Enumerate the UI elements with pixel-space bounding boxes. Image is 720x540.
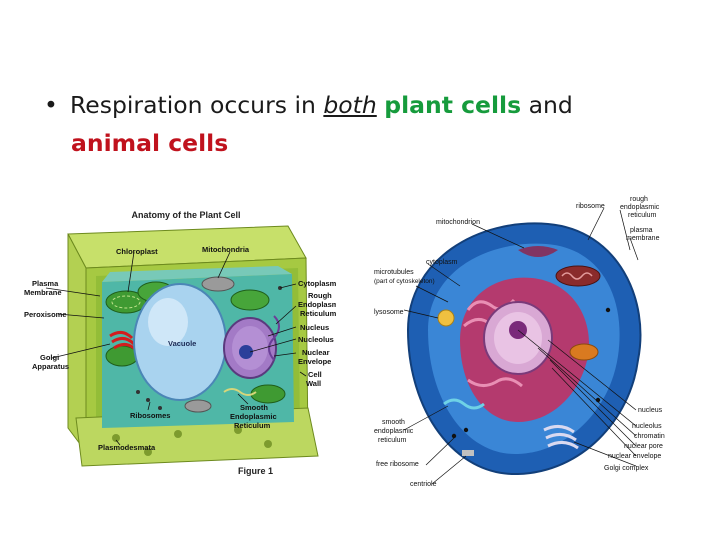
text-and: and bbox=[521, 91, 573, 119]
label-plasma-2: Membrane bbox=[24, 288, 62, 297]
label-smooth-er-2: endoplasmic bbox=[374, 428, 414, 435]
label-mitochondrion: mitochondrion bbox=[436, 219, 480, 226]
label-chloroplast: Chloroplast bbox=[116, 247, 158, 256]
label-cytoplasm: cytoplasm bbox=[426, 259, 458, 266]
label-microtubules-2: (part of cytoskeleton) bbox=[374, 278, 435, 285]
label-rough-er-1: rough bbox=[630, 196, 648, 203]
label-smooth-er-1: Smooth bbox=[240, 403, 268, 412]
label-ribosome: ribosome bbox=[576, 203, 605, 210]
plant-cell-illustration: Anatomy of the Plant Cell bbox=[24, 210, 345, 476]
label-cell-wall-2: Wall bbox=[306, 379, 321, 388]
label-golgi-1: Golgi bbox=[40, 353, 59, 362]
label-smooth-er-1: smooth bbox=[382, 419, 405, 426]
label-nuclear-envelope: nuclear envelope bbox=[608, 453, 661, 460]
label-nucleus: nucleus bbox=[638, 407, 663, 414]
label-plasma-2: membrane bbox=[626, 235, 660, 242]
label-plasma-1: plasma bbox=[630, 227, 653, 234]
label-rough-er-2: endoplasmic bbox=[620, 204, 660, 211]
bullet-icon: • bbox=[44, 91, 58, 119]
figure-caption: Figure 1 bbox=[238, 466, 273, 476]
label-smooth-er-3: Reticulum bbox=[234, 421, 271, 430]
label-smooth-er-3: reticulum bbox=[378, 437, 407, 444]
emphasis-both: both bbox=[323, 91, 377, 119]
label-smooth-er-2: Endoplasmic bbox=[230, 412, 277, 421]
label-nucleolus: nucleolus bbox=[632, 423, 662, 430]
text-before: Respiration occurs in bbox=[70, 91, 324, 119]
label-nucleus: Nucleus bbox=[300, 323, 329, 332]
label-rough-er-3: Reticulum bbox=[300, 309, 336, 318]
label-vacuole: Vacuole bbox=[168, 339, 196, 348]
label-microtubules-1: microtubules bbox=[374, 269, 414, 276]
label-nuclear-pore: nuclear pore bbox=[624, 443, 663, 450]
animal-cells-phrase: animal cells bbox=[71, 129, 229, 157]
label-nucleolus: Nucleolus bbox=[298, 335, 334, 344]
plant-cell-diagram: Anatomy of the Plant Cell bbox=[18, 196, 345, 486]
label-mitochondria: Mitochondria bbox=[202, 245, 250, 254]
label-chromatin: chromatin bbox=[634, 433, 665, 440]
label-cell-wall-1: Cell bbox=[308, 370, 322, 379]
label-plasmodesmata: Plasmodesmata bbox=[98, 443, 156, 452]
label-cytoplasm: Cytoplasm bbox=[298, 279, 336, 288]
label-golgi: Golgi complex bbox=[604, 465, 649, 472]
slide-bullet-text: •Respiration occurs in both plant cells … bbox=[44, 86, 684, 162]
label-plasma-1: Plasma bbox=[32, 279, 59, 288]
label-ribosomes: Ribosomes bbox=[130, 411, 170, 420]
label-peroxisome: Peroxisome bbox=[24, 310, 67, 319]
animal-cell-diagram: ribosome rough endoplasmic reticulum pla… bbox=[368, 190, 674, 490]
plant-title: Anatomy of the Plant Cell bbox=[131, 210, 240, 220]
label-free-ribosome: free ribosome bbox=[376, 461, 419, 468]
label-nuclear-env-2: Envelope bbox=[298, 357, 331, 366]
animal-cell-illustration: ribosome rough endoplasmic reticulum pla… bbox=[374, 196, 665, 488]
label-centriole: centriole bbox=[410, 481, 437, 488]
label-golgi-2: Apparatus bbox=[32, 362, 69, 371]
label-rough-er-1: Rough bbox=[308, 291, 332, 300]
label-rough-er-3: reticulum bbox=[628, 212, 657, 219]
label-rough-er-2: Endoplasmic bbox=[298, 300, 336, 309]
label-nuclear-env-1: Nuclear bbox=[302, 348, 330, 357]
plant-cells-phrase: plant cells bbox=[384, 91, 522, 119]
label-lysosome: lysosome bbox=[374, 309, 404, 316]
